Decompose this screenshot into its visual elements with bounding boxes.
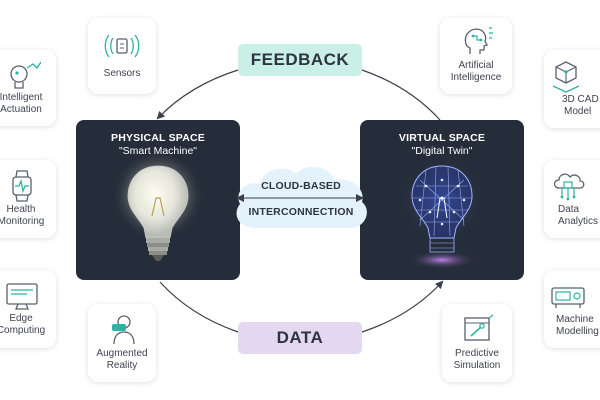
augmented-reality-line1: Augmented (96, 348, 148, 359)
cloud-chip-icon (553, 173, 585, 201)
cad-model-card[interactable]: 3D CAD Model (544, 50, 600, 128)
artificial-intelligence-card[interactable]: Artificial Intelligence (440, 18, 512, 94)
health-monitoring-card[interactable]: Health Monitoring (0, 160, 56, 238)
edge-computing-line1: Edge (9, 313, 33, 324)
cad-model-line1: 3D CAD (562, 94, 599, 105)
virtual-space-panel: VIRTUAL SPACE "Digital Twin" (360, 120, 524, 280)
feedback-pill: FEEDBACK (238, 44, 362, 76)
digital-bulb-image (398, 156, 486, 269)
ring-top-right-arc (361, 69, 441, 121)
vr-headset-icon (112, 315, 135, 345)
ring-bottom-left-arc (159, 281, 239, 333)
cloud-line-2: INTERCONNECTION (248, 206, 354, 218)
sensors-label: Sensors (103, 68, 141, 79)
predictive-simulation-line2: Simulation (453, 360, 501, 371)
monitor-icon (6, 283, 38, 310)
simulation-icon (464, 314, 494, 341)
light-bulb-image (112, 154, 204, 261)
intelligent-actuation-line1: Intelligent (0, 92, 43, 103)
data-analytics-line2: Analytics (558, 216, 599, 227)
machine-icon (551, 287, 585, 308)
physical-space-title: PHYSICAL SPACE (110, 132, 205, 144)
predictive-simulation-card[interactable]: Predictive Simulation (442, 304, 512, 382)
robot-head-icon (10, 61, 41, 89)
data-label: DATA (276, 328, 324, 347)
data-analytics-line1: Data (558, 204, 580, 215)
machine-modelling-line1: Machine (556, 314, 594, 325)
edge-computing-line2: Computing (0, 325, 46, 336)
sensors-card[interactable]: Sensors (88, 18, 156, 94)
machine-modelling-line2: Modelling (556, 326, 599, 337)
data-analytics-card[interactable]: Data Analytics (544, 160, 600, 238)
cloud-shape (236, 166, 367, 228)
cloud-line-1: CLOUD-BASED (261, 180, 341, 192)
intelligent-actuation-line2: Actuation (0, 104, 42, 115)
physical-space-panel: PHYSICAL SPACE "Smart Machine" (76, 120, 240, 280)
sensor-icon (104, 34, 140, 58)
predictive-simulation-line1: Predictive (455, 348, 499, 359)
feedback-label: FEEDBACK (250, 50, 350, 69)
health-monitoring-line1: Health (6, 204, 36, 215)
cad-model-line2: Model (564, 106, 592, 117)
physical-space-subtitle: "Smart Machine" (118, 145, 198, 157)
intelligent-actuation-card[interactable]: Intelligent Actuation (0, 50, 56, 126)
edge-computing-card[interactable]: Edge Computing (0, 270, 56, 348)
health-monitoring-line2: Monitoring (0, 216, 45, 227)
augmented-reality-card[interactable]: Augmented Reality (88, 304, 156, 382)
virtual-space-title: VIRTUAL SPACE (398, 132, 486, 144)
cube-icon (552, 61, 580, 93)
virtual-space-subtitle: "Digital Twin" (411, 145, 473, 157)
ring-bottom-right-arc (361, 280, 444, 333)
artificial-intelligence-line1: Artificial (458, 60, 494, 71)
augmented-reality-line2: Reality (106, 360, 138, 371)
smartwatch-icon (12, 170, 32, 202)
ai-head-icon (464, 27, 493, 54)
artificial-intelligence-line2: Intelligence (450, 72, 502, 83)
machine-modelling-card[interactable]: Machine Modelling (544, 270, 600, 348)
ring-top-left-arc (156, 69, 239, 120)
data-pill: DATA (238, 322, 362, 354)
